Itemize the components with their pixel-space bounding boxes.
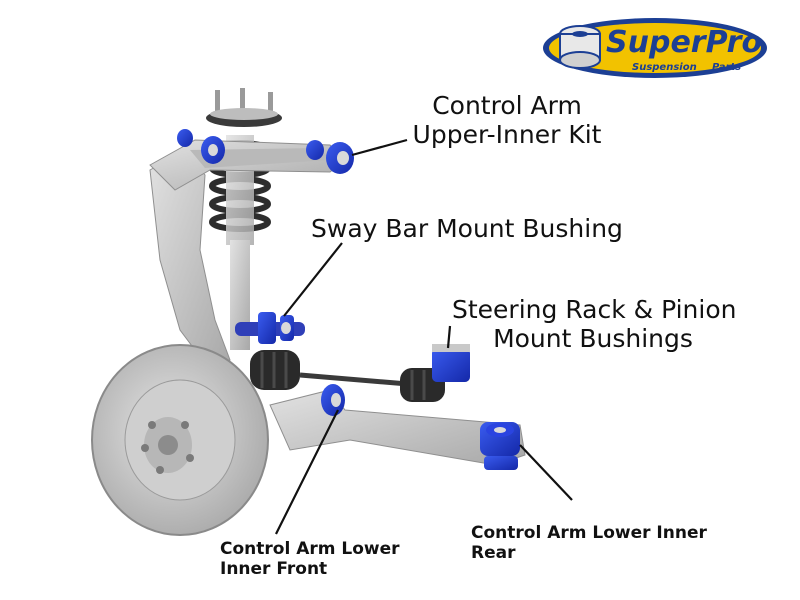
label-lower-front-line2: Inner Front: [220, 558, 328, 579]
strut-assembly: [206, 88, 282, 350]
sway-bar: [235, 312, 305, 344]
label-sway-bar-line1: Sway Bar Mount Bushing: [311, 214, 623, 243]
logo-brand: SuperPro: [606, 25, 762, 60]
superpro-logo: SuperPro Suspension Parts: [543, 18, 767, 78]
label-lower-rear-line1: Control Arm Lower Inner: [471, 523, 707, 543]
leader-lines: [275, 138, 573, 535]
label-control-arm-lower-inner-rear: Control Arm Lower Inner Rear: [471, 523, 707, 563]
label-lower-rear-line2: Rear: [471, 542, 516, 563]
label-sway-bar-mount-bushing: Sway Bar Mount Bushing: [311, 214, 623, 244]
steering-rack-boot: [250, 350, 445, 402]
logo-tagline-right: Parts: [712, 62, 741, 73]
label-control-arm-lower-inner-front: Control Arm Lower Inner Front: [220, 539, 400, 579]
lower-inner-front-bushing: [321, 384, 345, 416]
label-upper-inner-line2: Upper-Inner Kit: [412, 119, 602, 149]
label-lower-front-line1: Control Arm Lower: [220, 539, 400, 559]
brake-rotor: [91, 344, 269, 536]
logo-tagline-left: Suspension: [632, 62, 697, 73]
label-steering-rack-line1: Steering Rack & Pinion: [452, 295, 737, 324]
lower-inner-rear-bushing: [480, 422, 520, 470]
upper-inner-bushings: [177, 129, 354, 174]
bushing-emblem-icon: [559, 25, 601, 69]
steering-rack-bushing: [432, 344, 470, 382]
label-steering-rack-bushings: Steering Rack & Pinion Mount Bushings: [452, 295, 737, 354]
label-upper-inner-line1: Control Arm: [432, 91, 582, 120]
label-upper-inner-kit: Control Arm Upper-Inner Kit: [407, 91, 607, 150]
label-steering-rack-line2: Mount Bushings: [493, 323, 693, 353]
